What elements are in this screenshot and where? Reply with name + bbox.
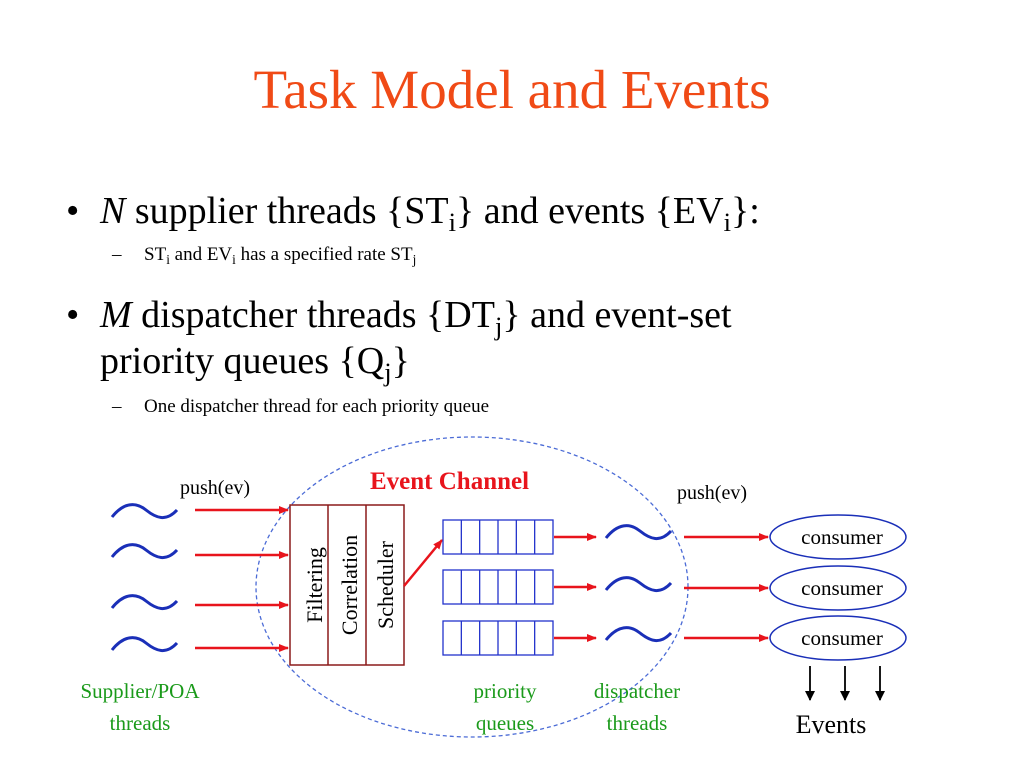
bullet-dot: • (66, 190, 80, 232)
stage-correlation: Correlation (337, 535, 362, 635)
priority-queues (442, 519, 554, 656)
supplier-threads (110, 503, 179, 652)
consumer-label: consumer (801, 626, 883, 650)
event-channel-label: Event Channel (370, 468, 529, 495)
push-label-left: push(ev) (180, 477, 250, 499)
bullet-text: N supplier threads {STi} and events {EVi… (100, 190, 760, 237)
dispatcher-push-arrows (684, 533, 769, 642)
dispatcher-thread-icon (604, 626, 673, 642)
bullet-text-line-1: M dispatcher threads {DTj} and event-set (100, 294, 732, 341)
priority-queue (442, 620, 554, 656)
sub-dash: – (112, 244, 122, 265)
subbullet-text: One dispatcher thread for each priority … (144, 396, 490, 417)
dispatcher-label-line-1: dispatcher (594, 679, 680, 703)
dispatcher-threads (604, 524, 673, 642)
consumer-ellipse (769, 615, 907, 661)
scheduler-arrow (403, 539, 443, 587)
sub-dash: – (112, 396, 122, 417)
consumers: consumer consumer consumer (769, 514, 907, 661)
event-output-arrows (805, 666, 885, 701)
priority-queue (442, 519, 554, 555)
stage-scheduler: Scheduler (373, 540, 398, 629)
queues-label-line-2: queues (476, 711, 534, 735)
stage-filtering: Filtering (302, 547, 327, 623)
bullet-dot: • (66, 294, 80, 336)
dispatcher-thread-icon (604, 576, 673, 592)
dispatcher-label-line-2: threads (607, 711, 668, 735)
queue-arrows (554, 533, 597, 642)
bullet-text-line-2: priority queues {Qj} (100, 340, 410, 387)
slide-title: Task Model and Events (253, 59, 771, 120)
supplier-thread-icon (110, 594, 179, 610)
processing-stages: Filtering Correlation Scheduler (289, 504, 405, 666)
supplier-label-line-1: Supplier/POA (80, 679, 200, 703)
events-label: Events (796, 710, 867, 739)
supplier-thread-icon (110, 636, 179, 652)
consumer-label: consumer (801, 525, 883, 549)
supplier-label-line-2: threads (110, 711, 171, 735)
push-label-right: push(ev) (677, 482, 747, 504)
consumer-label: consumer (801, 576, 883, 600)
supplier-push-arrows (195, 506, 289, 652)
consumer-ellipse (769, 514, 907, 560)
supplier-thread-icon (110, 543, 179, 559)
queues-label-line-1: priority (474, 679, 537, 703)
supplier-thread-icon (110, 503, 179, 519)
dispatcher-thread-icon (604, 524, 673, 540)
consumer-ellipse (769, 565, 907, 611)
subbullet-text: STi and EVi has a specified rate STj (144, 244, 417, 267)
priority-queue (442, 569, 554, 605)
